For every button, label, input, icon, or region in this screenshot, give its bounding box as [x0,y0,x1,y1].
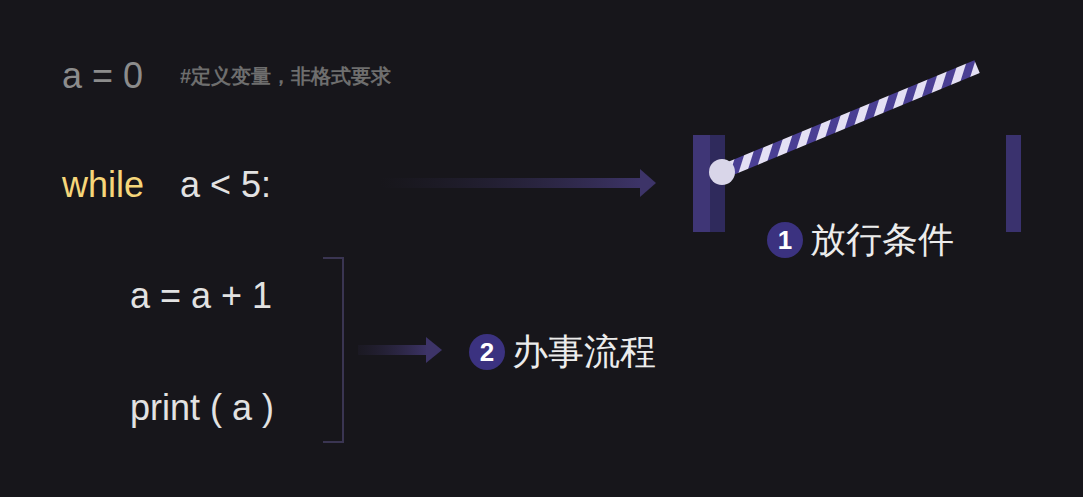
code-line: a = a + 1 [130,278,272,314]
callout-number: 2 [469,334,505,370]
bracket [323,258,343,442]
arrow-shaft [380,178,642,188]
gate-post-face [693,135,710,232]
code-line: a < 5: [180,167,271,203]
callout-number-text: 2 [480,339,494,365]
gate-pivot [709,159,735,185]
step-label: 办事流程 [512,334,656,370]
arrow-shaft [358,345,428,355]
code-keyword: while [62,167,144,203]
gate-post [1006,135,1021,232]
step-label: 放行条件 [810,222,954,258]
code-comment: #定义变量，非格式要求 [180,66,391,86]
gate-arm [719,60,979,178]
arrow-head [640,169,656,197]
gate-arm-bar [719,60,979,178]
pointer-arrow [358,337,442,363]
code-line: a = 0 [62,58,143,94]
arrow-head [426,337,442,363]
code-line: print ( a ) [130,390,274,426]
callout-number-text: 1 [778,227,792,253]
callout-number: 1 [767,222,803,258]
barrier-gate [693,60,1021,232]
pointer-arrow [380,169,656,197]
